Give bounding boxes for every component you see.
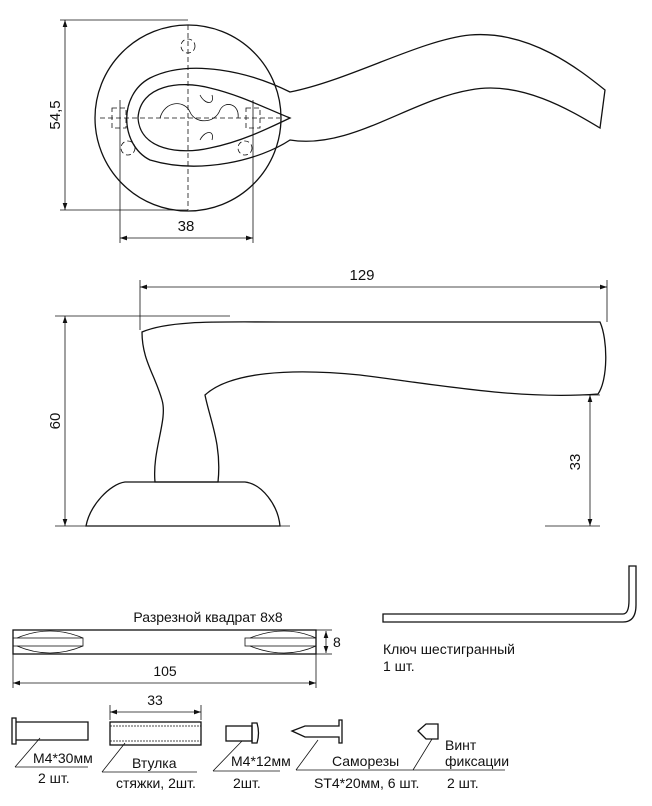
handle-side-outline (141, 321, 607, 483)
part-qty: 2шт. (233, 775, 261, 791)
square-bar: Разрезной квадрат 8x8 8 105 (12, 609, 341, 688)
part-label: M4*12мм (231, 753, 291, 769)
part-set-screw: Винт фиксации 2 шт. (412, 723, 509, 791)
sleeve-dim: 33 (147, 692, 163, 708)
part-m4x30: M4*30мм 2 шт. (11, 717, 93, 786)
rosette-side (85, 481, 281, 527)
dim-height-label: 60 (47, 413, 64, 430)
square-bar-thickness: 8 (333, 634, 341, 650)
part-label: Винт (445, 737, 477, 753)
ornament (159, 94, 239, 141)
top-view: 54,5 38 (47, 19, 606, 243)
part-sleeve: 33 Втулка стяжки, 2шт. (101, 692, 202, 791)
lever-inlay (137, 84, 292, 152)
dim-length-label: 129 (349, 267, 374, 284)
part-qty: 2 шт. (447, 775, 479, 791)
side-view: 129 60 33 (47, 267, 608, 527)
part-label: Втулка (132, 755, 177, 771)
part-qty: 2 шт. (38, 770, 70, 786)
part-label-2: фиксации (445, 753, 509, 769)
part-m4x12: M4*12мм 2шт. (212, 722, 291, 791)
dim-height-label: 54,5 (47, 100, 64, 129)
lever-outline (126, 33, 606, 167)
part-qty: ST4*20мм, 6 шт. (314, 775, 419, 791)
square-bar-title: Разрезной квадрат 8x8 (133, 609, 283, 625)
square-bar-length: 105 (153, 663, 177, 679)
hex-key-label: Ключ шестигранный (383, 641, 515, 657)
dim-width-label: 38 (178, 218, 195, 235)
hex-key: Ключ шестигранный 1 шт. (382, 565, 637, 674)
part-label: M4*30мм (33, 750, 93, 766)
part-qty: стяжки, 2шт. (116, 775, 196, 791)
hex-key-qty: 1 шт. (383, 658, 415, 674)
dim-lever-label: 33 (567, 454, 584, 471)
part-label: Саморезы (332, 753, 399, 769)
part-screws: Саморезы ST4*20мм, 6 шт. (290, 719, 419, 791)
